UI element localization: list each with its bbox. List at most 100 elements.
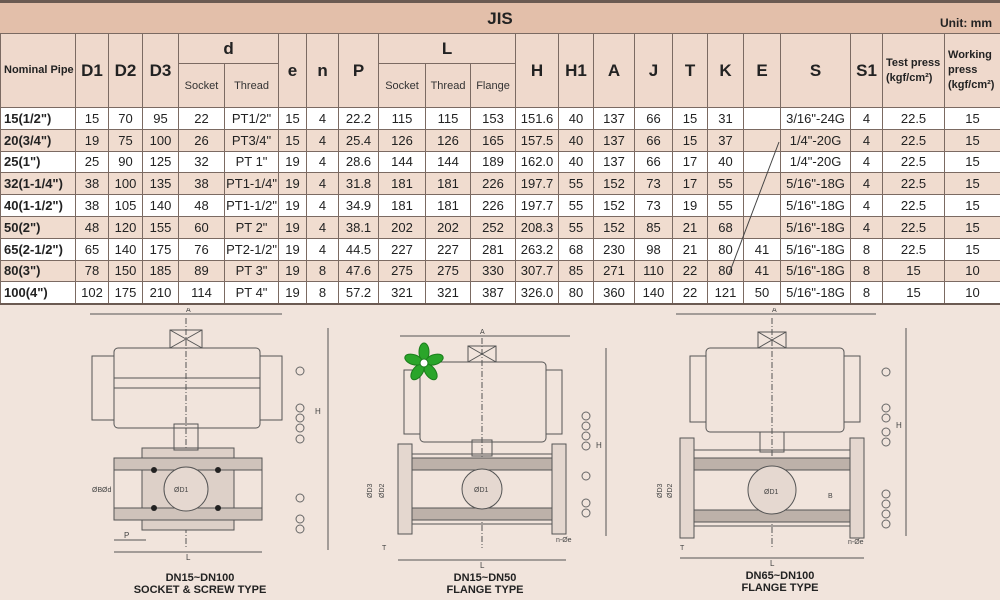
table-cell: 40 (558, 107, 595, 130)
table-cell: 50 (743, 281, 782, 305)
svg-text:ØD2: ØD2 (379, 484, 386, 499)
table-cell: 22.5 (882, 194, 946, 217)
table-cell: 19 (278, 215, 308, 239)
table-cell: 19 (278, 172, 308, 196)
table-cell: 44.5 (338, 237, 380, 261)
table-cell: 5/16"-18G (780, 194, 852, 217)
svg-text:B: B (828, 493, 833, 500)
cell-nominal-size: 40(1-1/2") (0, 194, 76, 217)
table-cell: 321 (425, 281, 472, 305)
table-cell: 152 (593, 172, 636, 196)
table-cell: PT 3" (223, 259, 280, 283)
table-cell: 40 (558, 128, 595, 152)
table-cell: 126 (378, 128, 427, 152)
table-cell: 85 (558, 259, 595, 283)
caption-flange-large: DN65~DN100 FLANGE TYPE (705, 570, 855, 594)
svg-text:H: H (315, 407, 321, 416)
table-cell (743, 128, 782, 152)
table-cell: 1/4"-20G (780, 128, 852, 152)
table-cell: 68 (558, 237, 595, 261)
svg-text:ØD1: ØD1 (764, 489, 779, 496)
table-cell: 15 (944, 237, 1000, 261)
table-cell: 8 (306, 259, 340, 283)
table-cell: 202 (425, 215, 472, 239)
table-cell: 271 (593, 259, 636, 283)
svg-text:T: T (680, 545, 685, 552)
col-j: J (634, 33, 674, 108)
table-cell: PT2-1/2" (223, 237, 280, 261)
table-cell: 181 (378, 194, 427, 217)
svg-text:L: L (480, 561, 485, 570)
table-cell: 165 (470, 128, 517, 152)
table-cell: 105 (108, 194, 143, 217)
table-cell: 48 (75, 215, 109, 239)
table-cell: 55 (558, 172, 595, 196)
cell-nominal-size: 65(2-1/2") (0, 237, 76, 261)
table-cell: 28.6 (338, 150, 380, 174)
table-cell: 22.5 (882, 128, 946, 152)
caption-range: DN15~DN50 (453, 572, 517, 584)
table-cell: 66 (634, 150, 674, 174)
svg-text:P: P (124, 531, 129, 540)
col-nominal: Nominal Pipe Size (0, 33, 76, 108)
table-cell: 22.5 (882, 237, 946, 261)
table-cell: 153 (470, 107, 517, 130)
cell-nominal-size: 100(4") (0, 281, 76, 305)
table-cell: 326.0 (515, 281, 560, 305)
svg-text:A: A (772, 308, 777, 314)
table-cell: 19 (278, 259, 308, 283)
title-band: JIS Unit: mm (0, 3, 1000, 33)
table-cell: 4 (306, 150, 340, 174)
drawing-flange-small: A H ØD1 ØD3 ØD2 L T n-Øe (367, 329, 607, 570)
table-cell: 21 (672, 237, 709, 261)
col-l-socket: Socket (378, 63, 427, 108)
table-cell: 15 (882, 281, 946, 305)
col-d-thread: Thread (223, 63, 280, 108)
table-cell: 226 (470, 194, 517, 217)
table-cell: PT 4" (223, 281, 280, 305)
table-cell: 57.2 (338, 281, 380, 305)
table-cell: 140 (142, 194, 179, 217)
table-cell: 15 (672, 107, 709, 130)
svg-text:ØD2: ØD2 (667, 484, 674, 499)
table-cell: 4 (306, 237, 340, 261)
svg-text:n-Øe: n-Øe (848, 539, 864, 546)
table-cell: 210 (142, 281, 179, 305)
table-cell: 22.5 (882, 107, 946, 130)
table-cell: 22.2 (338, 107, 380, 130)
table-cell: 66 (634, 107, 674, 130)
col-s1: S1 (850, 33, 884, 108)
table-cell: 19 (278, 281, 308, 305)
table-cell: PT3/4" (223, 128, 280, 152)
table-cell: 15 (882, 259, 946, 283)
table-cell: 181 (378, 172, 427, 196)
table-cell: 22 (178, 107, 225, 130)
table-cell: 22.5 (882, 172, 946, 196)
table-cell: 144 (425, 150, 472, 174)
table-cell: 22.5 (882, 215, 946, 239)
table-cell: 227 (378, 237, 427, 261)
table-cell: 140 (634, 281, 674, 305)
table-cell: 89 (178, 259, 225, 283)
table-cell: 275 (378, 259, 427, 283)
top-rule (0, 0, 1000, 3)
table-cell: 22 (672, 281, 709, 305)
caption-flange-small: DN15~DN50 FLANGE TYPE (410, 572, 560, 596)
col-h: H (515, 33, 560, 108)
table-cell: 48 (178, 194, 225, 217)
table-cell: 38 (75, 194, 109, 217)
table-cell: 102 (75, 281, 109, 305)
table-cell: 10 (944, 259, 1000, 283)
table-cell: 19 (75, 128, 109, 152)
table-cell: 25.4 (338, 128, 380, 152)
table-cell: 15 (278, 128, 308, 152)
table-cell: 135 (142, 172, 179, 196)
table-cell: 19 (278, 194, 308, 217)
table-cell: 55 (558, 194, 595, 217)
table-cell (743, 172, 782, 196)
col-d-group: d (177, 33, 280, 64)
table-cell: 226 (470, 172, 517, 196)
